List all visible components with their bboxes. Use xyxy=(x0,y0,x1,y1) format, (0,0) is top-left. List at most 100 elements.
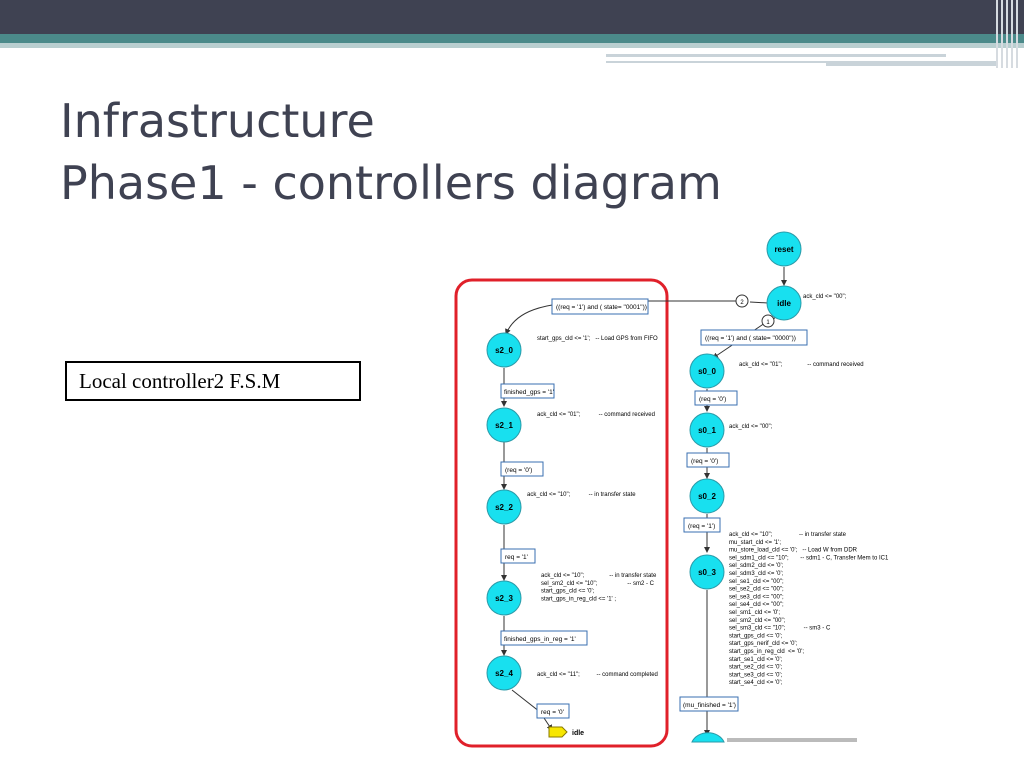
svg-text:1: 1 xyxy=(766,320,770,326)
annotation-line: start_gps_in_reg_cld <= '1' ; xyxy=(541,596,616,602)
annotation-line: sel_sm3_cld <= "10"; -- sm3 - C xyxy=(729,626,831,632)
annotation-line: sel_se1_cld <= "00"; xyxy=(729,579,784,585)
annotation-line: start_se2_cld <= '0'; xyxy=(729,665,783,671)
annotation-line: start_gps_cld <= '0'; xyxy=(541,589,595,595)
cond-text: (mu_finished = '1') xyxy=(683,702,736,709)
idle-end-label: idle xyxy=(572,730,584,737)
annotation-line: ack_cld <= "10"; -- in transfer state xyxy=(527,492,636,498)
priority-2: 2 xyxy=(735,294,749,308)
cond-text: (req = '0') xyxy=(691,458,718,465)
node-label: s0_2 xyxy=(698,492,716,501)
annotation-line: sel_sm2_cld <= "00"; xyxy=(729,618,786,624)
cut-off-text xyxy=(727,738,857,742)
annotation-line: ack_cld <= "11"; -- command completed xyxy=(537,672,658,678)
cond-box xyxy=(683,517,721,533)
annotation-line: sel_se2_cld <= "00"; xyxy=(729,587,784,593)
priority-1: 1 xyxy=(761,314,775,328)
title-line-1: Infrastructure xyxy=(60,94,375,148)
annotation-s0_1: ack_cld <= "00"; xyxy=(729,424,773,430)
node-label: s0_0 xyxy=(698,367,716,376)
cond-text: (req = '0') xyxy=(699,396,726,403)
state-s0_0 xyxy=(689,353,725,389)
deco-line xyxy=(1011,0,1013,68)
cond-text: ((req = '1') and ( state= "0000")) xyxy=(705,335,796,342)
cond-box xyxy=(700,329,808,346)
state-s2_4 xyxy=(486,655,522,691)
annotation-s2_4: ack_cld <= "11"; -- command completed xyxy=(537,672,658,678)
cond-box xyxy=(694,390,738,406)
deco-line xyxy=(1001,0,1003,68)
state-idle xyxy=(766,285,802,321)
state-reset xyxy=(766,231,802,267)
annotation-line: ack_cld <= "01"; -- command received xyxy=(739,362,864,368)
edge-idle-p2 xyxy=(749,301,769,304)
annotation-line: start_se4_cld <= '0'; xyxy=(729,680,783,686)
cond-box xyxy=(536,703,570,719)
annotation-s2_1: ack_cld <= "01"; -- command received xyxy=(537,412,655,418)
annotation-s0_3: ack_cld <= "10"; -- in transfer state mu_… xyxy=(729,532,889,686)
cond-text: (req = '0') xyxy=(505,467,532,474)
cond-box xyxy=(500,630,588,646)
state-next-partial xyxy=(691,732,725,743)
title-line-2: Phase1 - controllers diagram xyxy=(60,156,722,210)
annotation-idle: ack_cld <= "00"; xyxy=(803,294,847,300)
annotation-line: sel_sdm1_cld <= "10"; -- sdm1 - C, Trans… xyxy=(729,555,889,561)
annotation-line: mu_store_load_cld <= '0'; -- Load W from… xyxy=(729,548,858,554)
annotation-line: sel_se3_cld <= "00"; xyxy=(729,594,784,600)
deco-line xyxy=(1016,0,1018,68)
annotation-s2_2: ack_cld <= "10"; -- in transfer state xyxy=(527,492,636,498)
cond-text: (req = '1') xyxy=(688,523,715,530)
annotation-line: ack_cld <= "01"; -- command received xyxy=(537,412,655,418)
node-label: s2_2 xyxy=(495,503,513,512)
node-label: s2_4 xyxy=(495,669,513,678)
cond-text: req = '1' xyxy=(505,554,528,561)
state-s2_0 xyxy=(486,332,522,368)
highlight-frame xyxy=(454,278,669,748)
cond-text: finished_gps = '1' xyxy=(504,389,554,396)
node-label: reset xyxy=(774,245,793,254)
annotation-line: ack_cld <= "10"; -- in transfer state xyxy=(541,573,657,579)
annotation-line: ack_cld <= "10"; -- in transfer state xyxy=(729,532,847,538)
node-label: s2_1 xyxy=(495,421,513,430)
annotation-s2_0: start_gps_cld <= '1'; -- Load GPS from F… xyxy=(537,336,658,342)
idle-end-marker xyxy=(548,726,568,738)
accent-stripe-light xyxy=(0,43,1024,48)
cond-box xyxy=(500,383,555,399)
annotation-line: start_gps_nerif_cld <= '0'; xyxy=(729,641,798,647)
node-label: s2_3 xyxy=(495,594,513,603)
annotation-s2_3: ack_cld <= "10"; -- in transfer state sel… xyxy=(541,573,657,602)
page-title: Infrastructure Phase1 - controllers diag… xyxy=(60,90,722,214)
svg-text:2: 2 xyxy=(740,300,744,306)
cond-box xyxy=(679,696,739,712)
cond-box xyxy=(686,452,730,468)
accent-stripe xyxy=(0,34,1024,43)
annotation-line: start_se3_cld <= '0'; xyxy=(729,672,783,678)
annotation-line: start_se1_cld <= '0'; xyxy=(729,657,783,663)
deco-bar xyxy=(826,61,996,66)
node-label: s2_0 xyxy=(495,346,513,355)
label-box: Local controller2 F.S.M xyxy=(65,361,361,401)
annotation-line: sel_sdm3_cld <= '0'; xyxy=(729,571,784,577)
state-s2_1 xyxy=(486,407,522,443)
deco-bar xyxy=(606,54,946,57)
annotation-line: ack_cld <= "00"; xyxy=(729,424,773,430)
cond-text: ((req = '1') and ( state= "0001")) xyxy=(556,304,647,311)
top-bar xyxy=(0,0,1024,34)
annotation-line: sel_sm1_cld <= '0'; xyxy=(729,610,780,616)
annotation-line: start_gps_cld <= '0'; xyxy=(729,633,783,639)
annotation-line: start_gps_in_reg_cld <= '0'; xyxy=(729,649,804,655)
state-s2_2 xyxy=(486,489,522,525)
deco-line xyxy=(1006,0,1008,68)
cond-box xyxy=(551,298,649,315)
state-s0_2 xyxy=(689,478,725,514)
annotation-line: sel_sm2_cld <= "10"; -- sm2 - C xyxy=(541,581,655,587)
cond-text: finished_gps_in_reg = '1' xyxy=(504,636,576,643)
annotation-line: mu_start_cld <= '1'; xyxy=(729,540,781,546)
annotation-line: ack_cld <= "00"; xyxy=(803,294,847,300)
annotation-line: sel_se4_cld <= "00"; xyxy=(729,602,784,608)
node-label: idle xyxy=(777,299,791,308)
deco-bar xyxy=(606,61,826,63)
annotation-line: sel_sdm2_cld <= '0'; xyxy=(729,563,784,569)
cond-box xyxy=(500,461,544,477)
